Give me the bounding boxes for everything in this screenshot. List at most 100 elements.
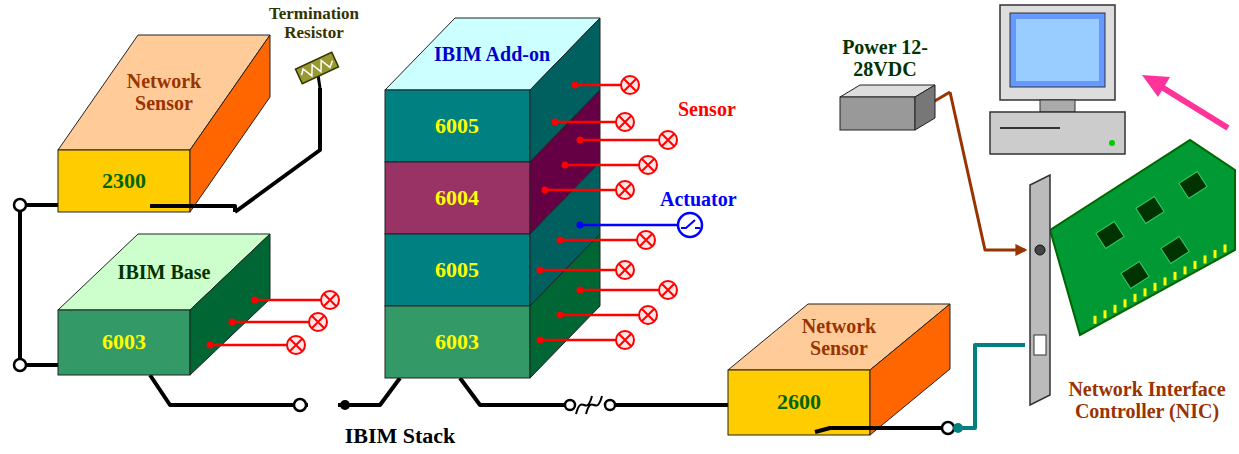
front-face — [385, 306, 530, 378]
actuator-circle — [678, 213, 702, 237]
drive-slot — [1000, 127, 1060, 129]
sensor-circle — [616, 113, 634, 131]
monitor-glare — [1016, 19, 1099, 81]
side-face — [915, 85, 935, 130]
power-led — [1109, 140, 1115, 146]
shape-outline — [385, 234, 600, 378]
sensor-lead — [545, 189, 616, 192]
sensor-symbol — [552, 113, 635, 131]
side-face — [190, 35, 270, 212]
chip — [1136, 196, 1164, 223]
monitor-screen — [1010, 13, 1105, 87]
model-number: 2600 — [734, 390, 864, 414]
actuator-label: Actuator — [660, 188, 737, 210]
sensor-lead — [255, 299, 321, 302]
edge-contact — [1174, 272, 1177, 280]
sensor-circle — [639, 306, 657, 324]
power-jack — [1035, 245, 1045, 255]
sensor-cross — [312, 316, 324, 328]
sensor-circle — [287, 336, 305, 354]
sensor-symbol — [557, 306, 658, 324]
switch-contact — [681, 220, 700, 228]
ibim-module-box: 6003 — [385, 234, 600, 378]
edge-contact — [1164, 277, 1167, 285]
network-card: Network Interface Controller (NIC) — [1025, 130, 1239, 445]
model-number: 6004 — [392, 186, 522, 210]
sensor-pin — [537, 337, 544, 344]
edge-contact — [1104, 310, 1107, 318]
resistor-body — [295, 52, 338, 83]
side-face — [530, 234, 600, 378]
sensor-symbol — [229, 313, 328, 331]
sensor-cross — [619, 184, 631, 196]
sensor-lead — [575, 84, 621, 87]
model-number: 6003 — [62, 330, 186, 354]
network-sensor-box: Network Sensor 2300 — [58, 35, 270, 212]
shape-outline — [58, 234, 270, 375]
sensor-circle — [659, 131, 677, 149]
network-sensor-box: Network Sensor2600 — [728, 304, 950, 435]
model-number: 2300 — [62, 169, 186, 193]
sensor-lead — [540, 269, 616, 272]
chip — [1161, 236, 1189, 263]
sensor-symbol — [562, 156, 658, 174]
box-heading: IBIM Base — [102, 261, 226, 283]
cable-segment — [150, 206, 235, 212]
sensor-circle — [659, 281, 677, 299]
edge-contact — [1124, 299, 1127, 307]
nic-label: Network Interface Controller (NIC) — [1059, 378, 1235, 422]
cable-segment — [815, 428, 950, 432]
sensor-lead — [580, 289, 659, 292]
sensor-pin — [557, 312, 564, 319]
edge-contact — [1184, 266, 1187, 274]
edge-contact — [1144, 288, 1147, 296]
sensor-pin — [542, 187, 549, 194]
sensor-pin — [557, 237, 564, 244]
sensor-symbol — [537, 331, 635, 349]
sensor-circle — [616, 261, 634, 279]
sensor-cross — [324, 294, 336, 306]
sensor-symbol — [577, 281, 678, 299]
sensor-pin — [229, 319, 236, 326]
sensor-lead — [560, 239, 637, 242]
sensor-pin — [207, 342, 214, 349]
front-face — [385, 234, 530, 306]
sensor-symbol — [577, 131, 678, 149]
sensor-cross — [662, 134, 674, 146]
sensor-cross — [619, 116, 631, 128]
chip — [1096, 221, 1124, 248]
sensor-lead — [232, 321, 309, 324]
power-label: Power 12-28VDC — [826, 36, 944, 80]
sensor-circle — [621, 76, 639, 94]
edge-contact — [1204, 255, 1207, 263]
sensor-cross — [624, 79, 636, 91]
actuator-symbol — [577, 213, 703, 237]
sensor-lead — [565, 164, 639, 167]
box-heading: Network Sensor — [108, 70, 220, 114]
cable-break-gap — [575, 398, 605, 412]
actuator-lead — [580, 224, 678, 227]
sensor-cross — [619, 264, 631, 276]
cable-terminal — [942, 422, 954, 434]
model-number: 6003 — [392, 330, 522, 354]
sensor-cross — [640, 234, 652, 246]
resistor-symbol — [295, 52, 338, 83]
sensor-pin — [537, 267, 544, 274]
resistor-label: Termination Resistor — [262, 5, 366, 42]
sensor-cross — [619, 334, 631, 346]
sensor-symbol — [207, 336, 306, 354]
sensor-lead — [210, 344, 287, 347]
bus-cable — [460, 378, 728, 405]
cable-terminal — [605, 400, 615, 410]
front-face — [58, 310, 190, 375]
front-face — [385, 90, 530, 162]
cable-terminal — [565, 400, 575, 410]
sensor-circle — [616, 331, 634, 349]
side-face — [870, 304, 950, 435]
sensor-cross — [642, 309, 654, 321]
front-face — [385, 162, 530, 234]
front-face — [58, 150, 190, 212]
sensor-symbol — [542, 181, 635, 199]
